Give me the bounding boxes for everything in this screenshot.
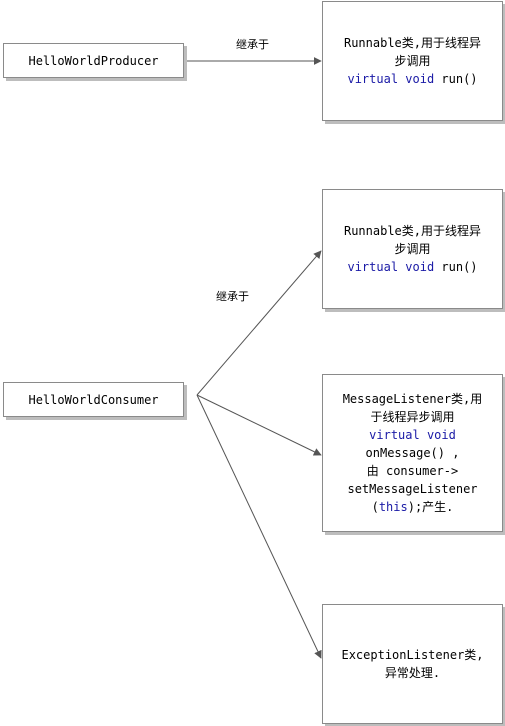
- message-listener-paren-close: );产生.: [407, 500, 454, 514]
- edge-consumer-to-exception-listener: [196, 394, 322, 659]
- edge-consumer-to-message-listener: [196, 394, 322, 456]
- node-hello-world-consumer: HelloWorldConsumer: [3, 382, 184, 417]
- message-listener-line1: MessageListener类,用: [342, 392, 483, 406]
- message-listener-line6: setMessageListener: [347, 482, 478, 496]
- runnable-top-line3: virtual void run(): [347, 70, 477, 88]
- message-listener-line2: 于线程异步调用: [370, 410, 455, 424]
- runnable-bottom-keyword: virtual void: [347, 260, 435, 274]
- runnable-top-keyword: virtual void: [347, 72, 435, 86]
- message-listener-line7: (this);产生.: [372, 498, 454, 516]
- edge-label-consumer-inherits: 继承于: [216, 290, 249, 303]
- node-exception-listener: ExceptionListener类, 异常处理.: [322, 604, 503, 724]
- node-hello-world-consumer-label: HelloWorldConsumer: [28, 392, 159, 407]
- message-listener-line4: onMessage() ,: [365, 446, 460, 460]
- node-runnable-top: Runnable类,用于线程异 步调用 virtual void run(): [322, 1, 503, 121]
- edge-consumer-to-runnable: [196, 250, 322, 396]
- runnable-top-line1: Runnable类,用于线程异: [343, 36, 482, 50]
- node-hello-world-producer-label: HelloWorldProducer: [28, 53, 159, 68]
- exception-listener-line2: 异常处理.: [384, 666, 441, 680]
- runnable-bottom-line2: 步调用: [394, 242, 431, 256]
- runnable-bottom-line1: Runnable类,用于线程异: [343, 224, 482, 238]
- edge-label-producer-inherits: 继承于: [236, 38, 269, 51]
- runnable-bottom-line3: virtual void run(): [347, 258, 477, 276]
- runnable-bottom-method: run(): [434, 260, 478, 274]
- exception-listener-line1: ExceptionListener类,: [341, 648, 484, 662]
- message-listener-keyword: virtual void: [369, 428, 456, 442]
- message-listener-paren-open: (: [371, 500, 379, 514]
- message-listener-line5: 由 consumer->: [366, 464, 459, 478]
- node-hello-world-producer: HelloWorldProducer: [3, 43, 184, 78]
- runnable-top-method: run(): [434, 72, 478, 86]
- runnable-top-line2: 步调用: [394, 54, 431, 68]
- node-message-listener: MessageListener类,用 于线程异步调用 virtual void …: [322, 374, 503, 532]
- message-listener-this-keyword: this: [378, 500, 408, 514]
- node-runnable-bottom: Runnable类,用于线程异 步调用 virtual void run(): [322, 189, 503, 309]
